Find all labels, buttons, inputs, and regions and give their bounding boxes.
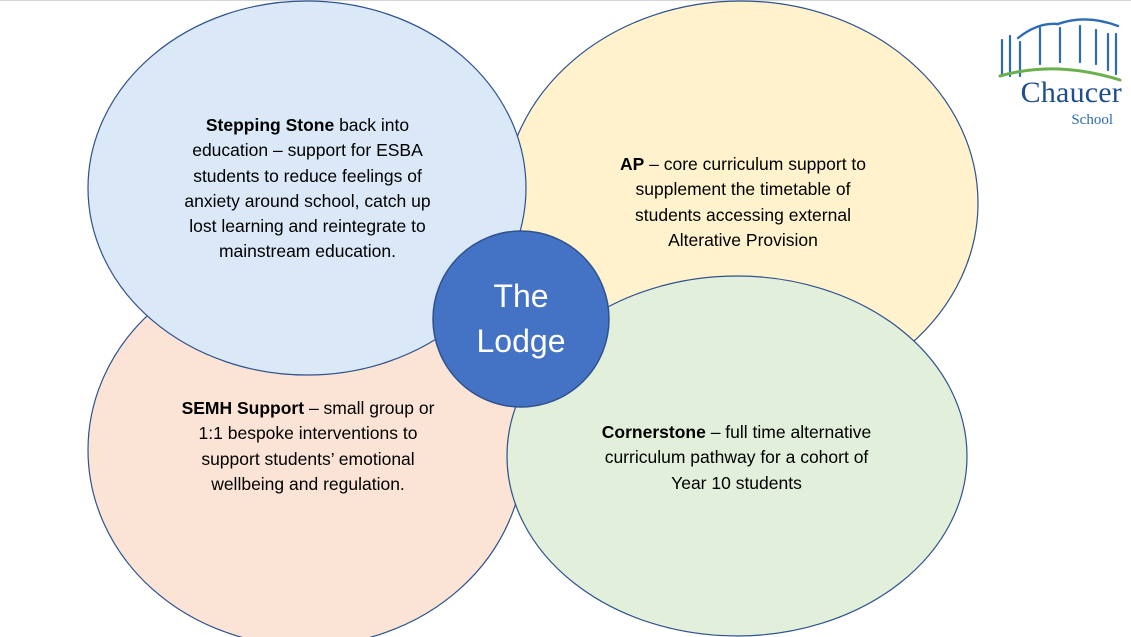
the-lodge-circle [432,230,610,408]
semh-line-1-rest: – small group or [304,398,435,418]
cornerstone-circle [506,275,968,637]
stepping-stone-line-2: education – support for ESBA [192,140,423,161]
top-divider [0,0,1131,1]
stepping-stone-line-5: lost learning and reintegrate to [189,216,426,237]
semh-line-2: 1:1 bespoke interventions to [198,423,418,444]
cornerstone-line-1-rest: – full time alternative [705,422,872,442]
ap-text: AP – core curriculum support to suppleme… [582,152,904,253]
ap-line-1-rest: – core curriculum support to [644,154,867,174]
cornerstone-line-2: curriculum pathway for a cohort of [604,447,869,468]
semh-line-1: SEMH Support – small group or [152,396,464,421]
cornerstone-line-3: Year 10 students [671,472,802,493]
semh-line-3: support students’ emotional [201,448,415,469]
cornerstone-title: Cornerstone [601,422,706,442]
cornerstone-line-1: Cornerstone – full time alternative [575,420,898,445]
the-lodge-label: The Lodge [433,229,609,409]
stepping-stone-line-4: anxiety around school, catch up [184,190,431,211]
stepping-stone-line-3: students to reduce feelings of [193,165,422,186]
ap-line-1: AP – core curriculum support to [582,152,904,177]
ap-line-4: Alterative Provision [668,229,818,250]
logo-green-swoosh [998,67,1122,82]
stepping-stone-line-1: Stepping Stone back into [160,113,455,138]
stepping-stone-text: Stepping Stone back into education – sup… [160,113,455,265]
stepping-stone-title: Stepping Stone [205,115,335,135]
the-lodge-line-1: The [493,278,549,314]
logo-subtitle: School [1071,112,1113,128]
the-lodge-line-2: Lodge [476,323,566,359]
stepping-stone-line-1-rest: back into [334,115,410,135]
stepping-stone-line-6: mainstream education. [218,241,397,262]
logo-building-icon [1000,18,1120,78]
ap-line-3: students accessing external [635,204,851,225]
semh-support-text: SEMH Support – small group or 1:1 bespok… [152,396,464,497]
ap-line-2: supplement the timetable of [635,179,851,200]
semh-line-4: wellbeing and regulation. [211,473,405,494]
semh-title: SEMH Support [181,398,305,418]
chaucer-school-logo [998,18,1122,82]
stepping-stone-circle [87,0,527,376]
ap-title: AP [619,154,645,174]
logo-wordmark: Chaucer [1020,76,1122,109]
cornerstone-text: Cornerstone – full time alternative curr… [575,420,898,496]
